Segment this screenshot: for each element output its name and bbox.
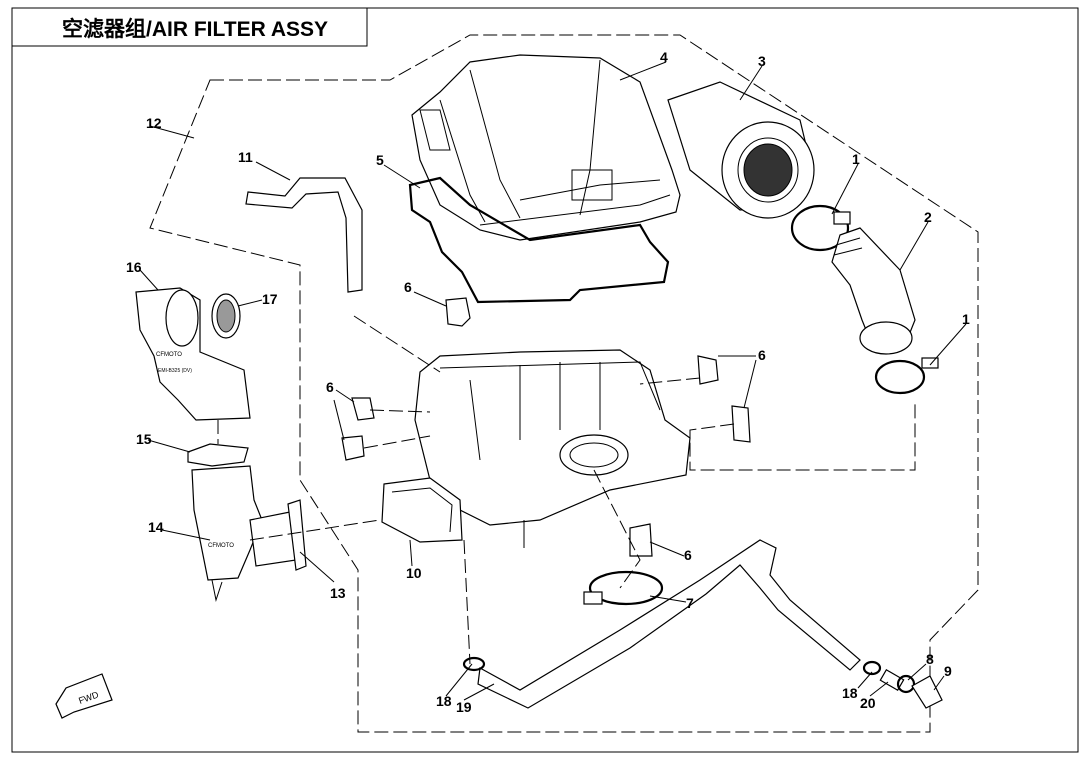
callout-18-left: 18: [436, 693, 452, 709]
breather-hose-11: [245, 177, 363, 293]
title-box: [11, 7, 368, 47]
callout-10: 10: [406, 565, 422, 581]
callout-6-bottom: 6: [684, 547, 692, 563]
fwd-arrow-icon: FWD: [55, 673, 113, 719]
callout-7: 7: [686, 595, 694, 611]
callout-20: 20: [860, 695, 876, 711]
diagram-title: 空滤器组/AIR FILTER ASSY: [62, 17, 328, 41]
callout-12: 12: [146, 115, 162, 131]
clip-6-bottom: [629, 523, 653, 557]
callout-6-right: 6: [758, 347, 766, 363]
clamp-1-lower: [874, 357, 939, 395]
lower-case-10: [381, 349, 691, 548]
ring-8: [896, 674, 916, 694]
callout-3: 3: [758, 53, 766, 69]
callout-2: 2: [924, 209, 932, 225]
inlet-duct-16: CFMOTO EMI-B325 (DV): [135, 287, 251, 421]
gasket-5: [408, 176, 670, 304]
upper-cover-4: [411, 54, 681, 241]
callout-9: 9: [944, 663, 952, 679]
screen-17: [211, 293, 241, 339]
callout-14: 14: [148, 519, 164, 535]
clip-6-left-b: [341, 435, 365, 461]
callout-17: 17: [262, 291, 278, 307]
callout-4: 4: [660, 49, 668, 65]
clip-6-top: [445, 297, 471, 327]
plug-9: [911, 675, 943, 709]
reference-dash-lines: [217, 315, 916, 665]
callout-5: 5: [376, 152, 384, 168]
intake-marking: CFMOTO: [208, 543, 234, 549]
duct-marking-1: CFMOTO: [156, 352, 182, 358]
intake-body-14: CFMOTO: [191, 465, 263, 602]
callout-19: 19: [456, 699, 472, 715]
clip-6-right-a: [697, 355, 719, 385]
callout-16: 16: [126, 259, 142, 275]
callout-18-right: 18: [842, 685, 858, 701]
callout-1-upper: 1: [852, 151, 860, 167]
clip-6-right-b: [731, 405, 751, 443]
callout-6-left: 6: [326, 379, 334, 395]
clamp-1-upper: [790, 204, 851, 252]
leader-lines: [139, 61, 967, 701]
callout-13: 13: [330, 585, 346, 601]
drain-hose: [477, 539, 861, 709]
callout-8: 8: [926, 651, 934, 667]
gasket-15: [187, 443, 249, 467]
callout-labels: 1 1 2 3 4 5 6 6 6 6 7 8 9 10 11 12 13 14…: [126, 49, 970, 715]
filter-element-3: [667, 81, 815, 219]
callout-1-lower: 1: [962, 311, 970, 327]
callout-15: 15: [136, 431, 152, 447]
clip-6-left-a: [351, 397, 375, 421]
clamp-13: [249, 499, 307, 571]
hose-clamp-18-right: [862, 660, 882, 676]
duct-marking-2: EMI-B325 (DV): [158, 368, 192, 374]
callout-6-top: 6: [404, 279, 412, 295]
callout-11: 11: [238, 149, 253, 165]
hose-clamp-18-left: [462, 656, 486, 672]
diagram-frame: [11, 7, 1079, 753]
rubber-elbow-2: [831, 227, 916, 355]
clamp-7: [583, 570, 664, 606]
